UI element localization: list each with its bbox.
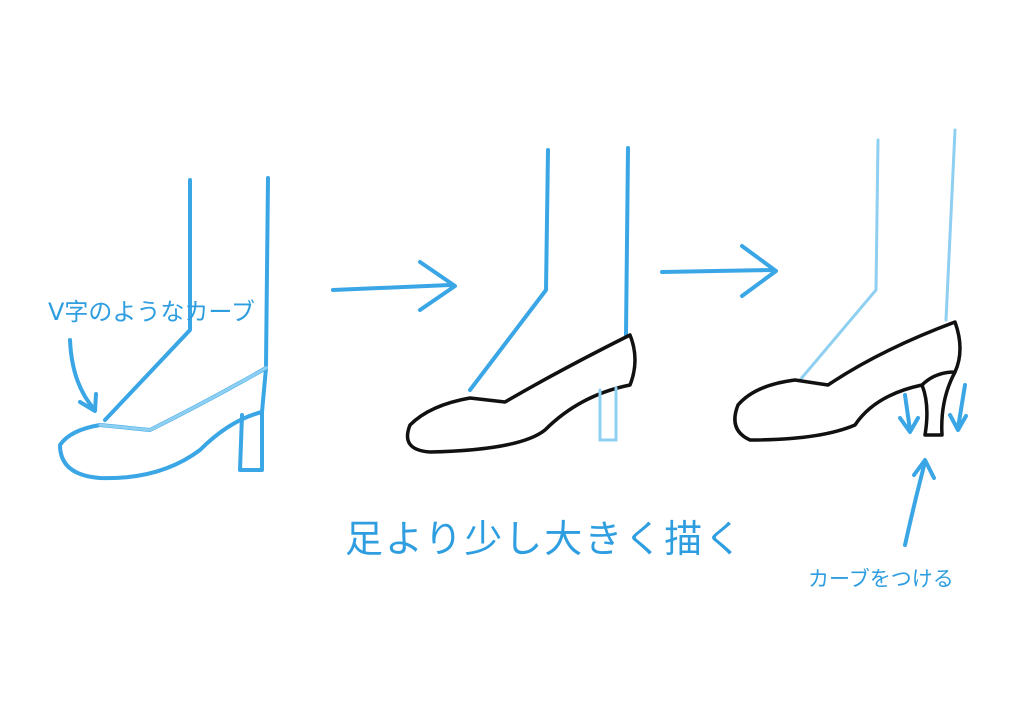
annotation-add-curve: カーブをつける — [808, 567, 954, 591]
curved-arrow-icon — [68, 338, 98, 413]
arrow-right-icon — [660, 244, 778, 298]
shoe-step-1 — [58, 176, 270, 481]
arrow-right-icon — [331, 260, 457, 312]
annotation-v-curve: V字のようなカーブ — [48, 298, 255, 326]
arrow-up-icon — [903, 458, 936, 547]
shoe-step-3 — [733, 128, 968, 547]
annotation-draw-bigger: 足より少し大きく描く — [345, 517, 745, 561]
shoe-step-2 — [405, 146, 637, 454]
